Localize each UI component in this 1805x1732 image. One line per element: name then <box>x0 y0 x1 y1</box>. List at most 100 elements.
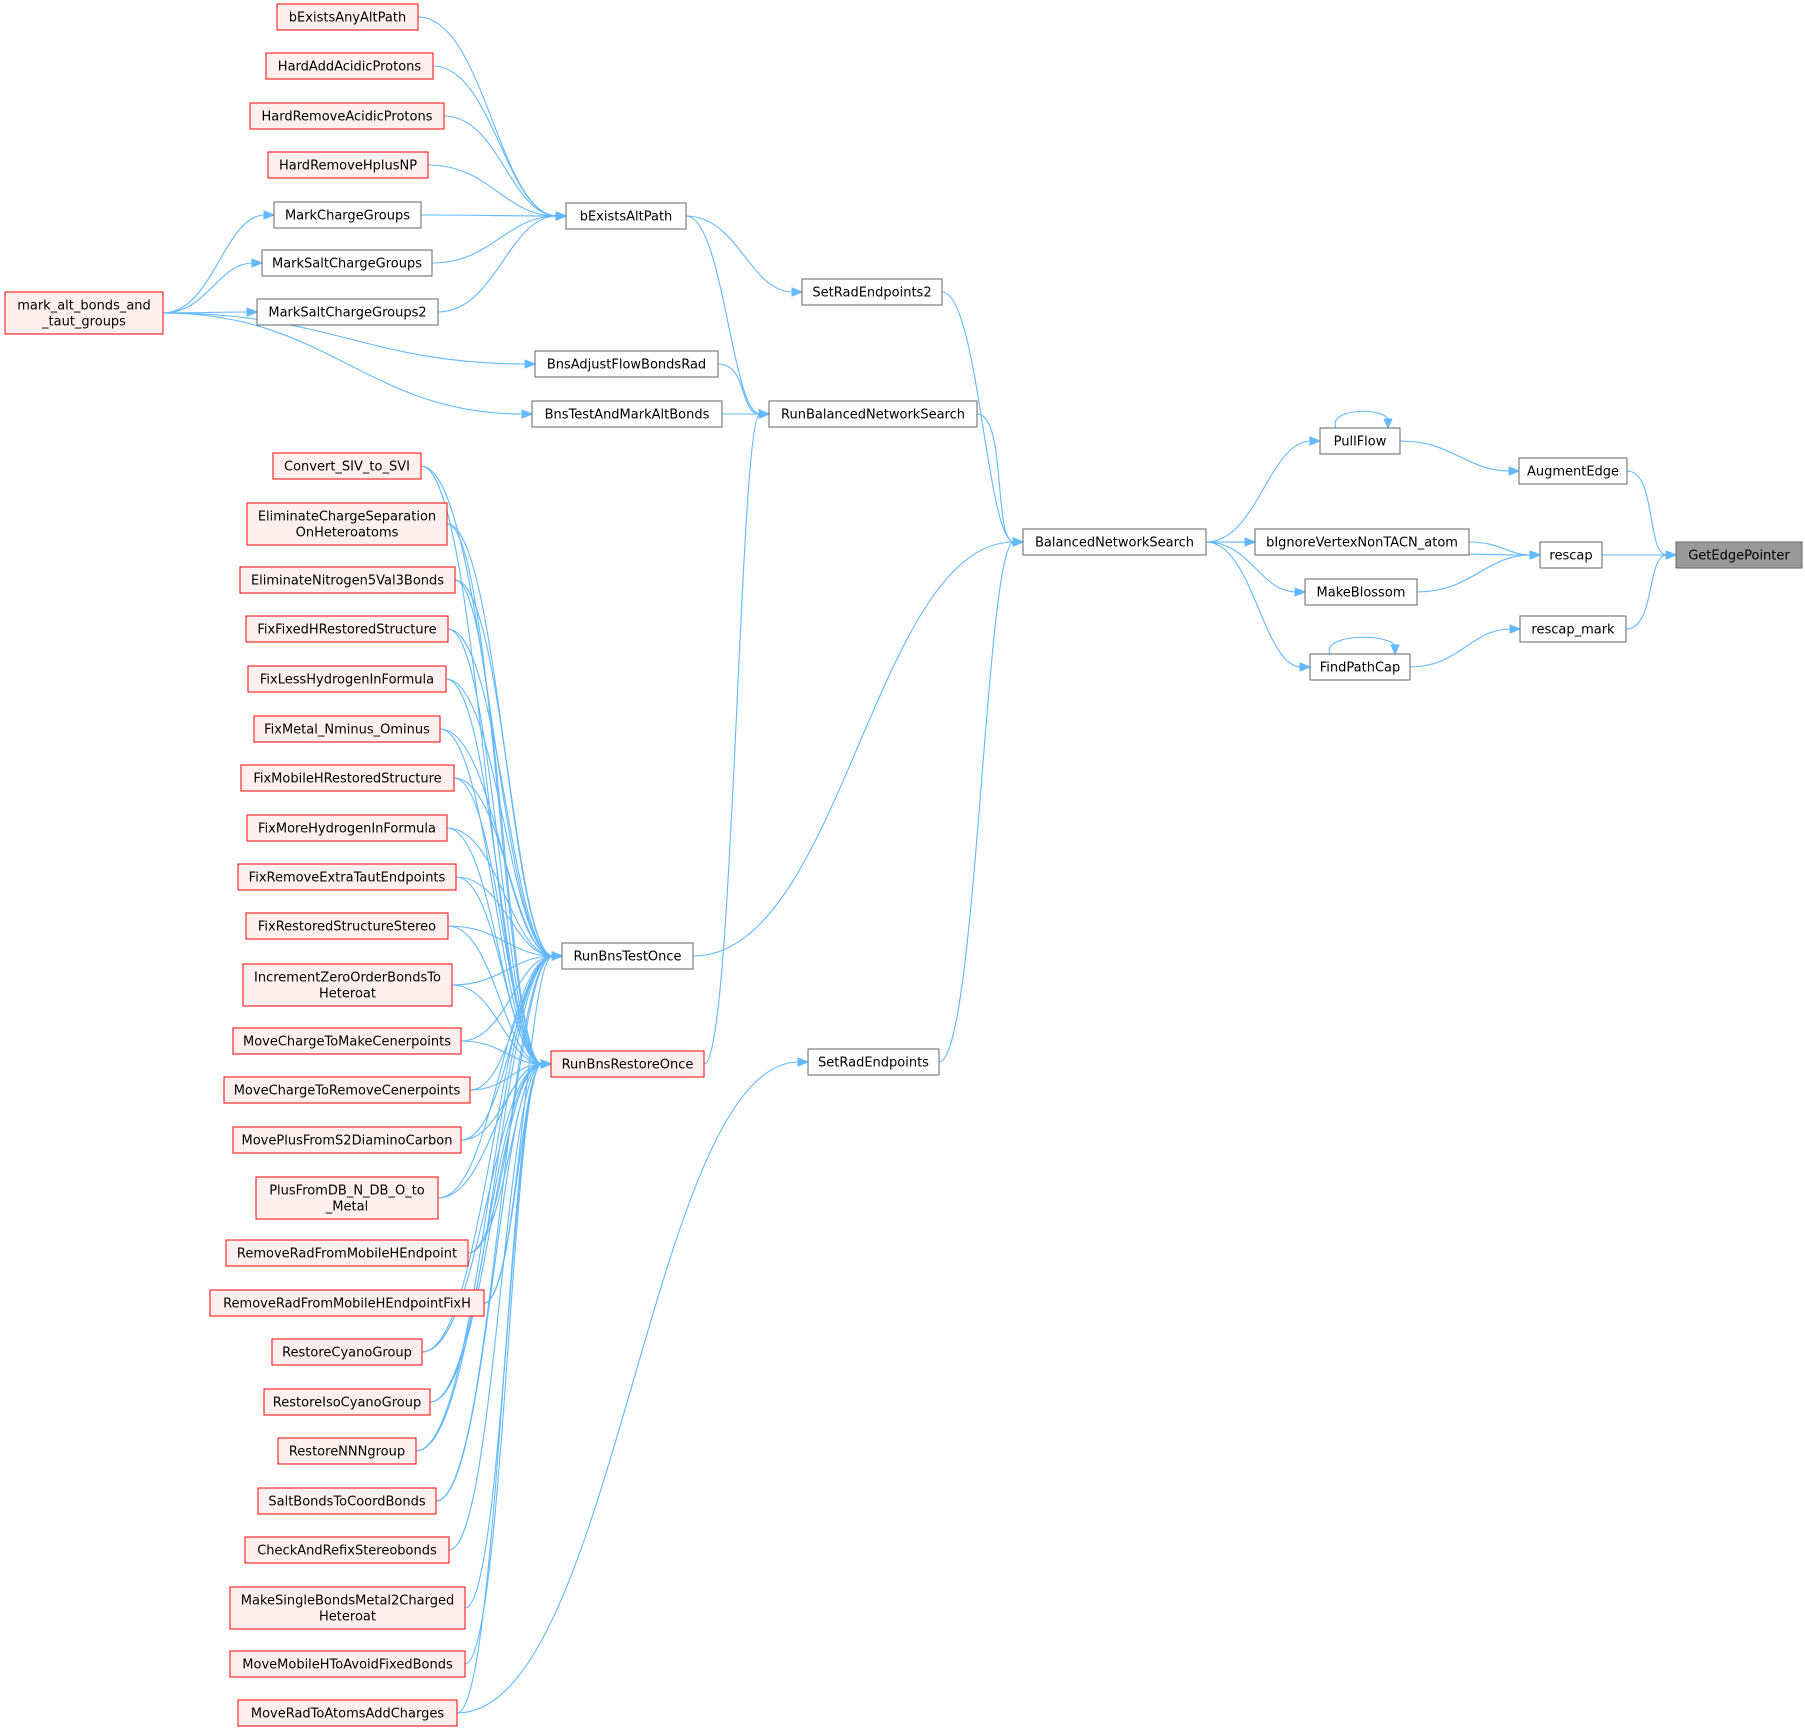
node-box[interactable] <box>768 400 978 428</box>
node-fix-fixed-hrestored-structure[interactable]: FixFixedHRestoredStructure <box>245 615 449 643</box>
node-box[interactable] <box>257 1487 437 1515</box>
node-box[interactable] <box>244 1536 450 1564</box>
node-box[interactable] <box>550 1050 705 1078</box>
node-find-path-cap[interactable]: FindPathCap <box>1309 653 1411 681</box>
node-box[interactable] <box>1518 457 1628 485</box>
node-mark-alt-bonds[interactable]: mark_alt_bonds_and_taut_groups <box>4 291 164 335</box>
node-restore-nnngroup[interactable]: RestoreNNNgroup <box>277 1437 417 1465</box>
node-move-plus-from-s2-diamino-carbon[interactable]: MovePlusFromS2DiaminoCarbon <box>232 1126 462 1154</box>
node-box[interactable] <box>1539 541 1603 569</box>
node-restore-iso-cyano-group[interactable]: RestoreIsoCyanoGroup <box>263 1388 431 1416</box>
node-salt-bonds-to-coord-bonds[interactable]: SaltBondsToCoordBonds <box>257 1487 437 1515</box>
node-box[interactable] <box>534 350 719 378</box>
node-box[interactable] <box>246 502 448 546</box>
node-b-exists-any-alt-path[interactable]: bExistsAnyAltPath <box>276 3 419 31</box>
node-box[interactable] <box>209 1289 485 1317</box>
node-box[interactable] <box>267 151 429 179</box>
node-box[interactable] <box>225 1239 469 1267</box>
node-hard-remove-hplus-np[interactable]: HardRemoveHplusNP <box>267 151 429 179</box>
node-box[interactable] <box>245 615 449 643</box>
node-box[interactable] <box>1309 653 1411 681</box>
node-augment-edge[interactable]: AugmentEdge <box>1518 457 1628 485</box>
node-plus-from-db-n-db-o[interactable]: PlusFromDB_N_DB_O_to_Metal <box>255 1176 439 1220</box>
node-box[interactable] <box>232 1027 462 1055</box>
node-fix-restored-structure-stereo[interactable]: FixRestoredStructureStereo <box>245 912 449 940</box>
node-box[interactable] <box>807 1048 940 1076</box>
node-b-ignore-vertex-non-tacn-atom[interactable]: bIgnoreVertexNonTACN_atom <box>1254 528 1470 556</box>
node-run-bns-restore-once[interactable]: RunBnsRestoreOnce <box>550 1050 705 1078</box>
node-box[interactable] <box>263 1388 431 1416</box>
node-box[interactable] <box>247 665 447 693</box>
node-box[interactable] <box>237 1699 458 1727</box>
node-convert-siv-to-svi[interactable]: Convert_SIV_to_SVI <box>272 452 422 480</box>
node-set-rad-endpoints[interactable]: SetRadEndpoints <box>807 1048 940 1076</box>
node-box[interactable] <box>1319 427 1401 455</box>
node-eliminate-nitrogen5-val3-bonds[interactable]: EliminateNitrogen5Val3Bonds <box>239 566 456 594</box>
node-box[interactable] <box>261 249 433 277</box>
node-box[interactable] <box>271 1338 423 1366</box>
node-box[interactable] <box>246 814 448 842</box>
node-box[interactable] <box>1519 615 1627 643</box>
node-bns-adjust-flow-bonds-rad[interactable]: BnsAdjustFlowBondsRad <box>534 350 719 378</box>
node-box[interactable] <box>277 1437 417 1465</box>
node-box[interactable] <box>223 1076 471 1104</box>
node-box[interactable] <box>253 715 441 743</box>
node-box[interactable] <box>229 1586 466 1630</box>
node-restore-cyano-group[interactable]: RestoreCyanoGroup <box>271 1338 423 1366</box>
node-run-bns-test-once[interactable]: RunBnsTestOnce <box>561 942 694 970</box>
node-remove-rad-from-mobile-hendpoint-fix-h[interactable]: RemoveRadFromMobileHEndpointFixH <box>209 1289 485 1317</box>
node-fix-more-hydrogen-in-formula[interactable]: FixMoreHydrogenInFormula <box>246 814 448 842</box>
node-box[interactable] <box>232 1126 462 1154</box>
node-make-blossom[interactable]: MakeBlossom <box>1304 578 1418 606</box>
node-mark-salt-charge-groups2[interactable]: MarkSaltChargeGroups2 <box>256 298 439 326</box>
node-move-rad-to-atoms-add-charges[interactable]: MoveRadToAtomsAddCharges <box>237 1699 458 1727</box>
node-box[interactable] <box>531 400 723 428</box>
node-box[interactable] <box>1022 528 1207 556</box>
node-fix-metal-nminus-ominus[interactable]: FixMetal_Nminus_Ominus <box>253 715 441 743</box>
node-hard-remove-acidic-protons[interactable]: HardRemoveAcidicProtons <box>249 102 445 130</box>
node-run-balanced-network-search[interactable]: RunBalancedNetworkSearch <box>768 400 978 428</box>
node-box[interactable] <box>276 3 419 31</box>
node-box[interactable] <box>801 278 943 306</box>
node-box[interactable] <box>4 291 164 335</box>
node-box[interactable] <box>239 566 456 594</box>
node-hard-add-acidic-protons[interactable]: HardAddAcidicProtons <box>265 52 434 80</box>
node-box[interactable] <box>1675 541 1803 569</box>
node-bns-test-and-mark-alt-bonds[interactable]: BnsTestAndMarkAltBonds <box>531 400 723 428</box>
node-remove-rad-from-mobile-hendpoint[interactable]: RemoveRadFromMobileHEndpoint <box>225 1239 469 1267</box>
node-box[interactable] <box>242 963 453 1007</box>
node-fix-mobile-hrestored-structure[interactable]: FixMobileHRestoredStructure <box>240 764 455 792</box>
node-balanced-network-search[interactable]: BalancedNetworkSearch <box>1022 528 1207 556</box>
node-box[interactable] <box>565 202 687 230</box>
node-set-rad-endpoints2[interactable]: SetRadEndpoints2 <box>801 278 943 306</box>
node-check-and-refix-stereobonds[interactable]: CheckAndRefixStereobonds <box>244 1536 450 1564</box>
node-box[interactable] <box>255 1176 439 1220</box>
node-fix-less-hydrogen-in-formula[interactable]: FixLessHydrogenInFormula <box>247 665 447 693</box>
node-move-charge-to-remove-cenerpoints[interactable]: MoveChargeToRemoveCenerpoints <box>223 1076 471 1104</box>
node-rescap[interactable]: rescap <box>1539 541 1603 569</box>
node-mark-salt-charge-groups[interactable]: MarkSaltChargeGroups <box>261 249 433 277</box>
node-box[interactable] <box>245 912 449 940</box>
node-box[interactable] <box>561 942 694 970</box>
node-b-exists-alt-path[interactable]: bExistsAltPath <box>565 202 687 230</box>
node-box[interactable] <box>240 764 455 792</box>
node-box[interactable] <box>273 201 422 229</box>
node-box[interactable] <box>229 1650 466 1678</box>
node-rescap-mark[interactable]: rescap_mark <box>1519 615 1627 643</box>
node-box[interactable] <box>249 102 445 130</box>
node-move-mobile-hto-avoid-fixed-bonds[interactable]: MoveMobileHToAvoidFixedBonds <box>229 1650 466 1678</box>
node-mark-charge-groups[interactable]: MarkChargeGroups <box>273 201 422 229</box>
node-box[interactable] <box>265 52 434 80</box>
node-move-charge-to-make-cenerpoints[interactable]: MoveChargeToMakeCenerpoints <box>232 1027 462 1055</box>
node-box[interactable] <box>1254 528 1470 556</box>
node-box[interactable] <box>256 298 439 326</box>
node-get-edge-pointer[interactable]: GetEdgePointer <box>1675 541 1803 569</box>
node-box[interactable] <box>272 452 422 480</box>
node-pull-flow[interactable]: PullFlow <box>1319 427 1401 455</box>
node-box[interactable] <box>1304 578 1418 606</box>
node-fix-remove-extra-taut-endpoints[interactable]: FixRemoveExtraTautEndpoints <box>237 863 457 891</box>
node-box[interactable] <box>237 863 457 891</box>
